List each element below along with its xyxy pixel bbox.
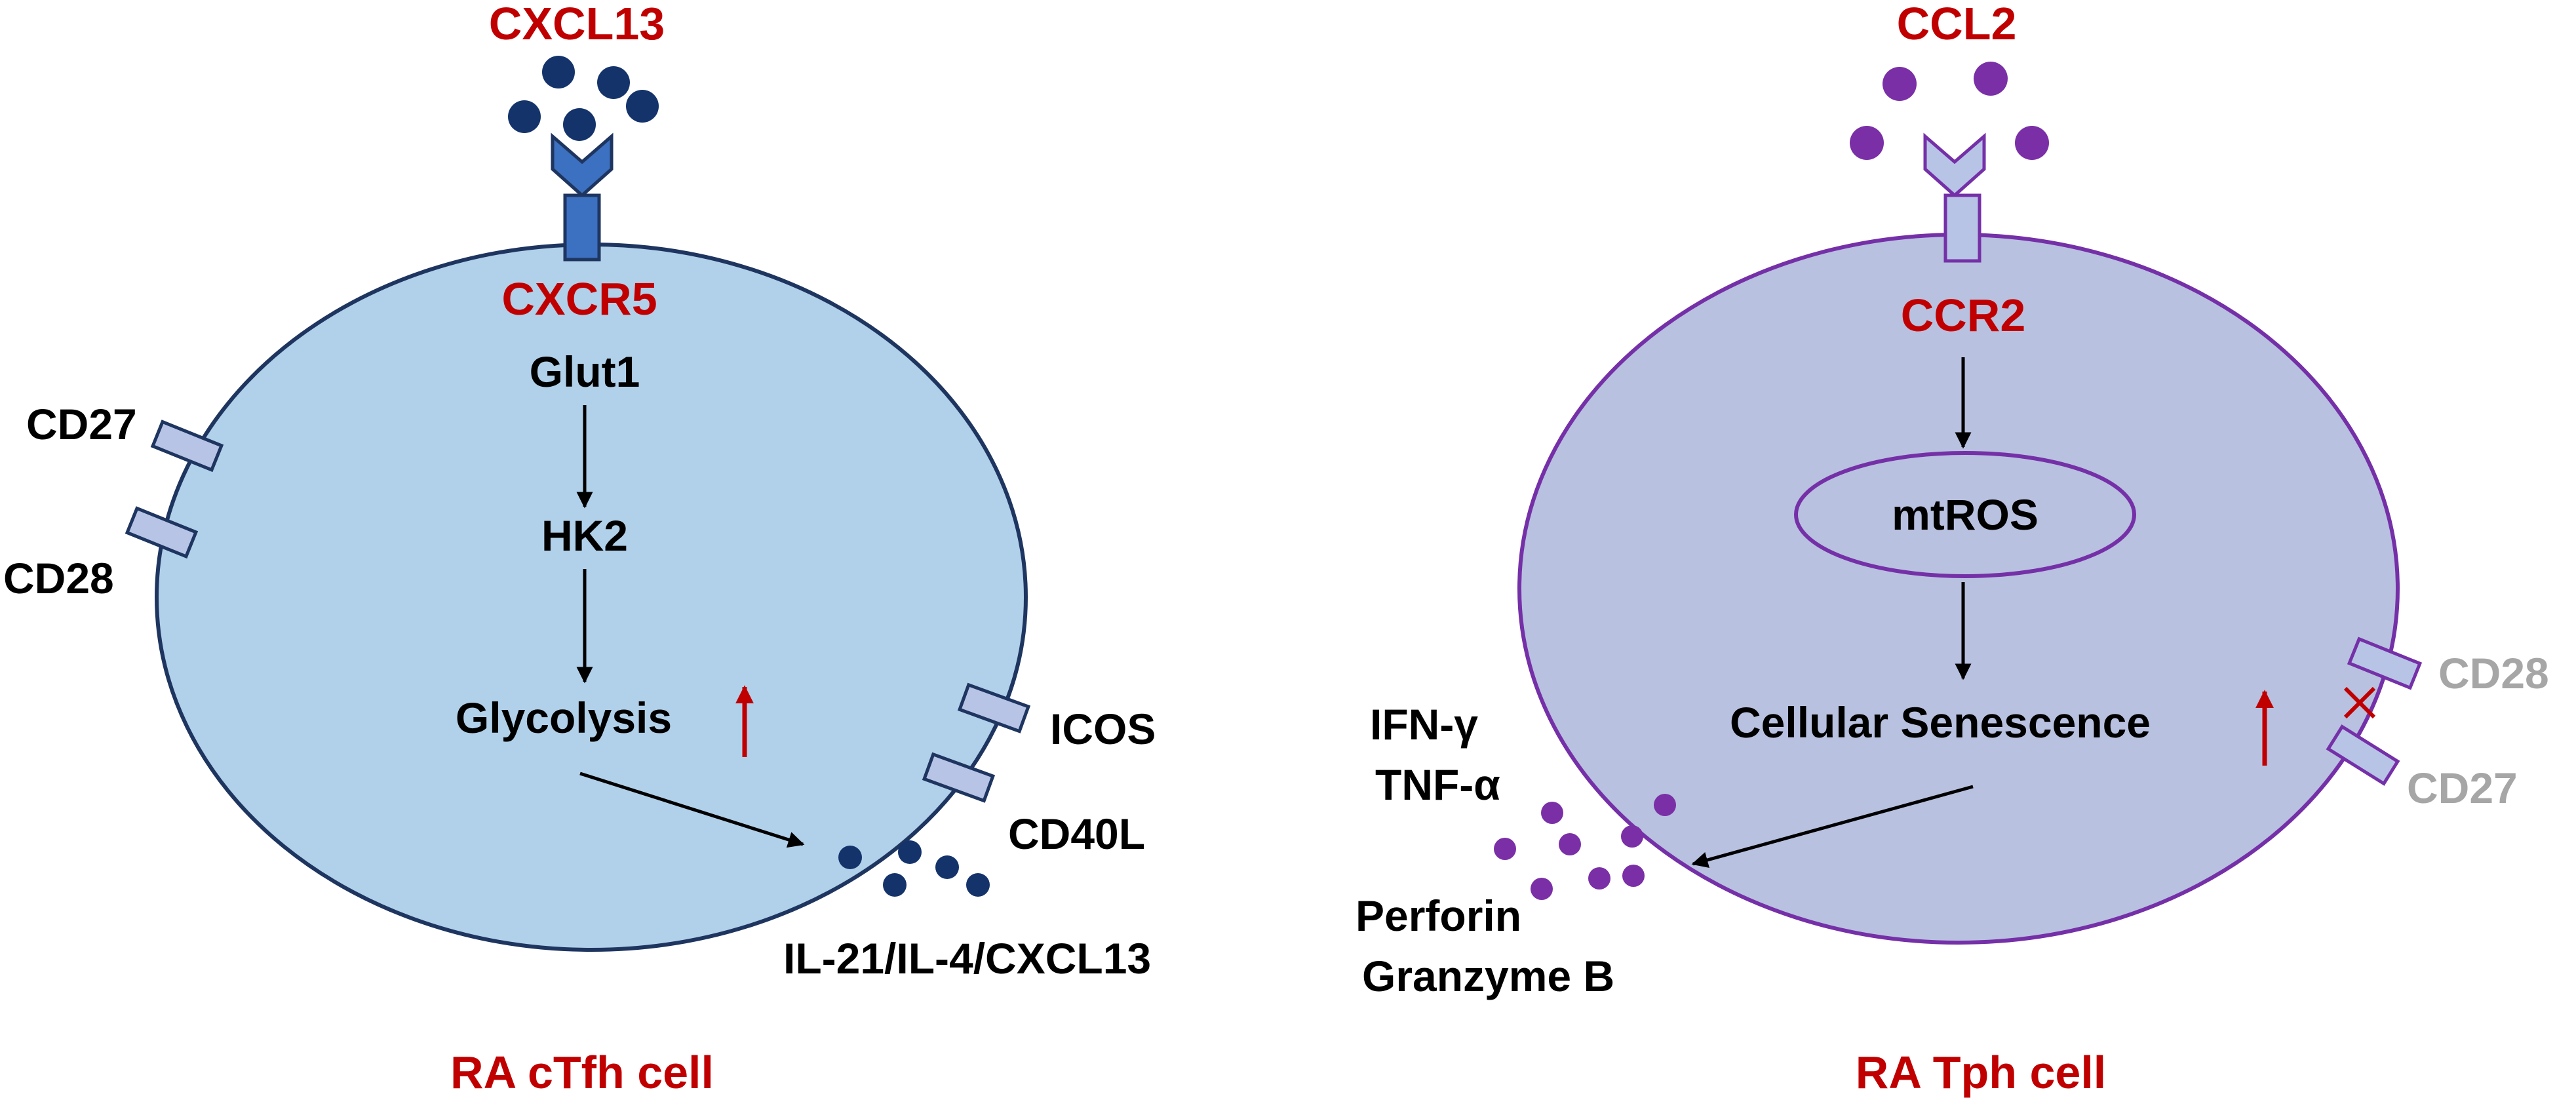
secreted-dot bbox=[883, 873, 907, 897]
cd27-marker-icon bbox=[150, 420, 224, 473]
cd28-label: CD28 bbox=[3, 554, 114, 602]
cxcl13-dot bbox=[508, 100, 541, 133]
secreted-dot bbox=[838, 846, 862, 869]
ccr2-receptor-icon bbox=[1923, 132, 1986, 263]
tfh-cell-caption: RA cTfh cell bbox=[450, 1047, 714, 1098]
mtros-label: mtROS bbox=[1892, 490, 2039, 539]
loss-cross-icon bbox=[2343, 686, 2376, 719]
tnf-alpha-label: TNF-α bbox=[1375, 760, 1500, 809]
secreted-dot bbox=[1654, 794, 1676, 816]
cd40l-marker-icon bbox=[922, 752, 996, 803]
ccr2-label: CCR2 bbox=[1901, 290, 2026, 341]
cxcl13-dot bbox=[597, 66, 630, 99]
ccl2-dot bbox=[1850, 126, 1884, 160]
secreted-dot bbox=[1494, 838, 1516, 860]
secreted-cytokine-dots bbox=[838, 840, 990, 897]
icos-label: ICOS bbox=[1050, 705, 1156, 753]
cxcl13-dot bbox=[626, 90, 659, 123]
cxcl13-dot bbox=[542, 56, 575, 88]
cxcl13-label: CXCL13 bbox=[489, 0, 665, 49]
secreted-dot bbox=[1541, 802, 1563, 824]
granzyme-b-label: Granzyme B bbox=[1362, 952, 1614, 1000]
tph-cell-body bbox=[1517, 233, 2400, 945]
cd40l-label: CD40L bbox=[1008, 810, 1145, 858]
ifn-gamma-label: IFN-γ bbox=[1370, 700, 1478, 749]
cd28-lost-marker-icon bbox=[2347, 636, 2423, 690]
cd28-marker-icon bbox=[125, 506, 199, 559]
ccl2-dot bbox=[2015, 126, 2049, 160]
ccl2-label: CCL2 bbox=[1897, 0, 2017, 49]
cxcl13-ligand-dots bbox=[508, 56, 659, 141]
senescence-to-secretion-arrow bbox=[1691, 785, 1974, 869]
senescence-label: Cellular Senescence bbox=[1730, 698, 2151, 747]
cxcl13-dot bbox=[563, 108, 596, 141]
tph-cell: CCL2 CCR2 mtROS Cellular Senescence CD28 bbox=[1356, 0, 2549, 1098]
secreted-dot bbox=[1622, 865, 1645, 887]
cxcr5-label: CXCR5 bbox=[501, 273, 657, 324]
cytotoxic-secretion-dots bbox=[1494, 794, 1676, 900]
cd27-lost-marker-icon bbox=[2326, 724, 2400, 786]
secreted-dot bbox=[935, 855, 959, 879]
hk2-label: HK2 bbox=[541, 511, 628, 560]
mtros-organelle bbox=[1794, 451, 2136, 578]
perforin-label: Perforin bbox=[1356, 891, 1521, 940]
secreted-dot bbox=[966, 873, 990, 897]
glycolysis-label: Glycolysis bbox=[456, 694, 672, 742]
secreted-dot bbox=[1621, 825, 1643, 848]
ccl2-ligand-dots bbox=[1850, 62, 2049, 160]
secreted-cytokines-label: IL-21/IL-4/CXCL13 bbox=[783, 934, 1151, 983]
icos-marker-icon bbox=[957, 682, 1031, 734]
secreted-dot bbox=[1588, 867, 1610, 890]
cd27-label: CD27 bbox=[26, 400, 137, 448]
ccl2-dot bbox=[1883, 67, 1917, 101]
glut1-label: Glut1 bbox=[530, 347, 640, 396]
tph-cell-caption: RA Tph cell bbox=[1856, 1047, 2106, 1098]
cd27-lost-label: CD27 bbox=[2407, 764, 2518, 812]
glycolysis-to-secretion-arrow bbox=[579, 772, 805, 848]
cxcr5-receptor-icon bbox=[551, 132, 614, 262]
secreted-dot bbox=[898, 840, 922, 864]
tfh-cell: CXCL13 CXCR5 Glut1 HK2 Glycolysis CD27 C… bbox=[3, 0, 1156, 1098]
secreted-dot bbox=[1559, 833, 1581, 855]
secreted-dot bbox=[1531, 878, 1553, 900]
ccl2-dot bbox=[1974, 62, 2008, 96]
cd28-lost-label: CD28 bbox=[2438, 649, 2549, 697]
